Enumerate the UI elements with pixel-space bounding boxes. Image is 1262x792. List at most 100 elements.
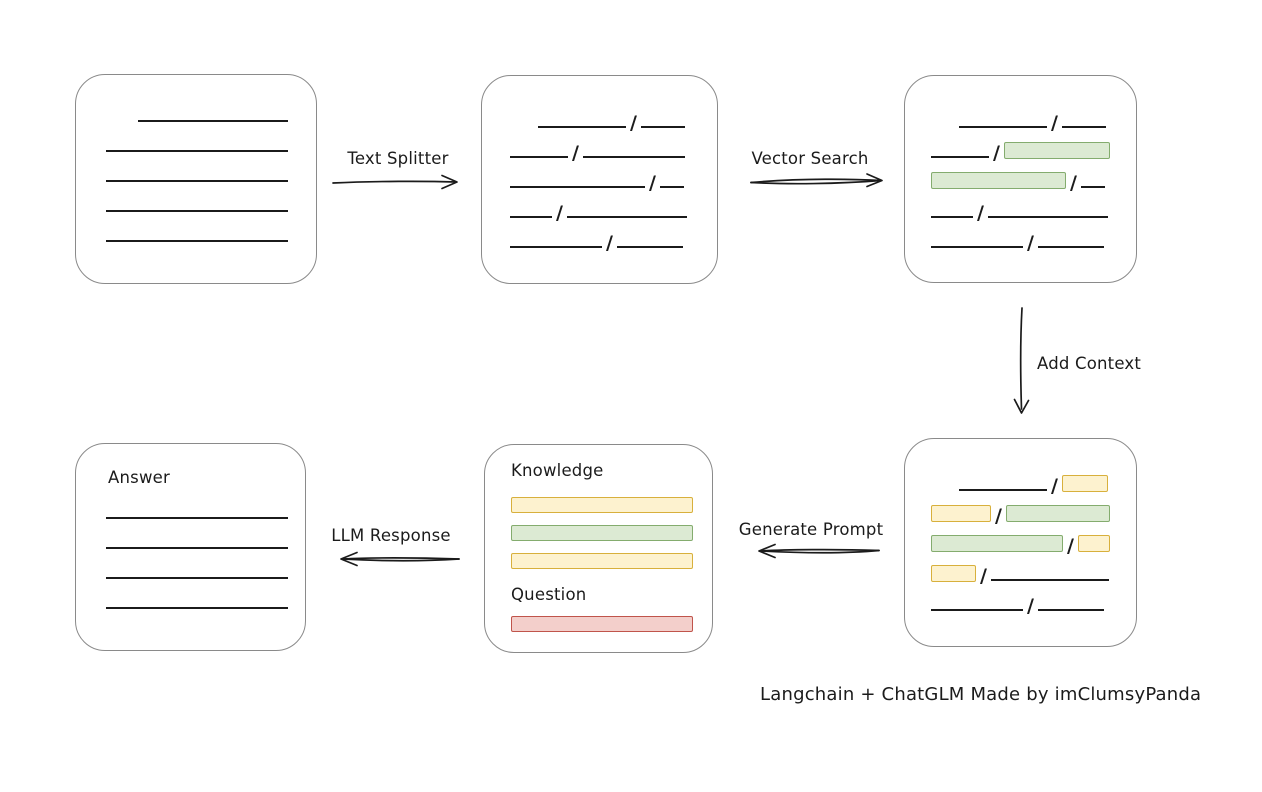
text-line bbox=[106, 240, 288, 242]
slash-separator: / bbox=[1027, 232, 1034, 254]
text-row bbox=[106, 182, 288, 212]
text-row: / bbox=[510, 218, 689, 254]
text-row: / bbox=[931, 491, 1110, 527]
text-line bbox=[931, 609, 1023, 611]
text-row: / bbox=[931, 188, 1110, 224]
text-line bbox=[616, 246, 683, 248]
green-highlight-bar bbox=[931, 535, 1063, 552]
add-context-label: Add Context bbox=[1037, 354, 1142, 373]
text-row bbox=[106, 212, 288, 242]
text-line bbox=[106, 210, 288, 212]
text-row: / bbox=[931, 98, 1110, 134]
text-line bbox=[510, 186, 645, 188]
text-line bbox=[106, 150, 288, 152]
red-highlight-bar bbox=[511, 616, 693, 632]
text-line bbox=[931, 246, 1023, 248]
text-line bbox=[138, 120, 288, 122]
knowledge-label: Knowledge bbox=[511, 461, 604, 480]
text-row: / bbox=[931, 581, 1110, 617]
text-row: / bbox=[931, 461, 1110, 497]
text-row bbox=[106, 92, 288, 122]
slash-separator: / bbox=[1067, 535, 1074, 557]
text-line bbox=[1037, 609, 1104, 611]
text-row bbox=[511, 616, 693, 632]
text-row bbox=[511, 525, 693, 541]
text-row bbox=[106, 489, 288, 519]
yellow-highlight-bar bbox=[1061, 475, 1108, 492]
text-row bbox=[106, 122, 288, 152]
text-row bbox=[106, 152, 288, 182]
indent-gap bbox=[931, 127, 959, 128]
slash-separator: / bbox=[1051, 475, 1058, 497]
text-row: / bbox=[510, 128, 689, 164]
text-line bbox=[1061, 126, 1106, 128]
text-line bbox=[106, 577, 288, 579]
text-row: / bbox=[931, 128, 1110, 164]
text-line bbox=[990, 579, 1109, 581]
retrieved-text-lines: / / / / / bbox=[905, 76, 1136, 254]
text-line bbox=[987, 216, 1108, 218]
text-row bbox=[106, 549, 288, 579]
yellow-highlight-bar bbox=[1077, 535, 1110, 552]
green-highlight-bar bbox=[1005, 505, 1110, 522]
vector-search-arrow-right-icon bbox=[750, 173, 883, 188]
text-line bbox=[106, 607, 288, 609]
document-box bbox=[75, 74, 317, 284]
text-line bbox=[659, 186, 684, 188]
slash-separator: / bbox=[1027, 595, 1034, 617]
text-line bbox=[510, 246, 602, 248]
text-row: / bbox=[931, 218, 1110, 254]
text-row bbox=[511, 553, 693, 569]
yellow-highlight-bar bbox=[931, 505, 991, 522]
text-row: / bbox=[931, 551, 1110, 586]
yellow-highlight-bar bbox=[511, 497, 693, 513]
context-chunks-box: ///// bbox=[904, 438, 1137, 647]
text-splitter-label: Text Splitter bbox=[347, 149, 449, 168]
llm-response-label: LLM Response bbox=[331, 526, 451, 545]
slash-separator: / bbox=[977, 202, 984, 224]
text-line bbox=[1080, 186, 1105, 188]
green-highlight-bar bbox=[511, 525, 693, 541]
llm-response-arrow-left-icon bbox=[340, 551, 460, 567]
text-line bbox=[931, 216, 973, 218]
green-highlight-bar bbox=[1003, 142, 1110, 159]
text-row bbox=[511, 497, 693, 513]
slash-separator: / bbox=[606, 232, 613, 254]
answer-label: Answer bbox=[108, 468, 170, 487]
text-line bbox=[510, 216, 552, 218]
yellow-highlight-bar bbox=[511, 553, 693, 569]
text-line bbox=[931, 156, 989, 158]
indent-gap bbox=[510, 127, 538, 128]
text-line bbox=[106, 547, 288, 549]
text-line bbox=[106, 180, 288, 182]
indent-gap bbox=[931, 490, 959, 491]
text-line bbox=[538, 126, 626, 128]
add-context-arrow-down-icon bbox=[1013, 307, 1030, 414]
slash-separator: / bbox=[572, 142, 579, 164]
slash-separator: / bbox=[1051, 112, 1058, 134]
text-line bbox=[566, 216, 687, 218]
slash-separator: / bbox=[1070, 172, 1077, 194]
indent-gap bbox=[106, 121, 138, 122]
text-row: / bbox=[510, 98, 689, 134]
text-line bbox=[959, 489, 1047, 491]
retrieved-chunks-box: / / / / / bbox=[904, 75, 1137, 283]
slash-separator: / bbox=[993, 142, 1000, 164]
slash-separator: / bbox=[556, 202, 563, 224]
text-line bbox=[106, 517, 288, 519]
chunk-text-lines: ///// bbox=[482, 76, 717, 254]
green-highlight-bar bbox=[931, 172, 1066, 189]
text-line bbox=[510, 156, 568, 158]
answer-text-lines bbox=[106, 489, 288, 609]
slash-separator: / bbox=[995, 505, 1002, 527]
text-row: / bbox=[931, 521, 1110, 557]
text-line bbox=[582, 156, 685, 158]
text-row: / bbox=[510, 158, 689, 193]
text-splitter-arrow-right-icon bbox=[332, 174, 458, 190]
question-label: Question bbox=[511, 585, 587, 604]
generate-prompt-label: Generate Prompt bbox=[738, 520, 884, 539]
prompt-box: Knowledge Question bbox=[484, 444, 713, 653]
slash-separator: / bbox=[630, 112, 637, 134]
caption: Langchain + ChatGLM Made by imClumsyPand… bbox=[760, 684, 1202, 705]
